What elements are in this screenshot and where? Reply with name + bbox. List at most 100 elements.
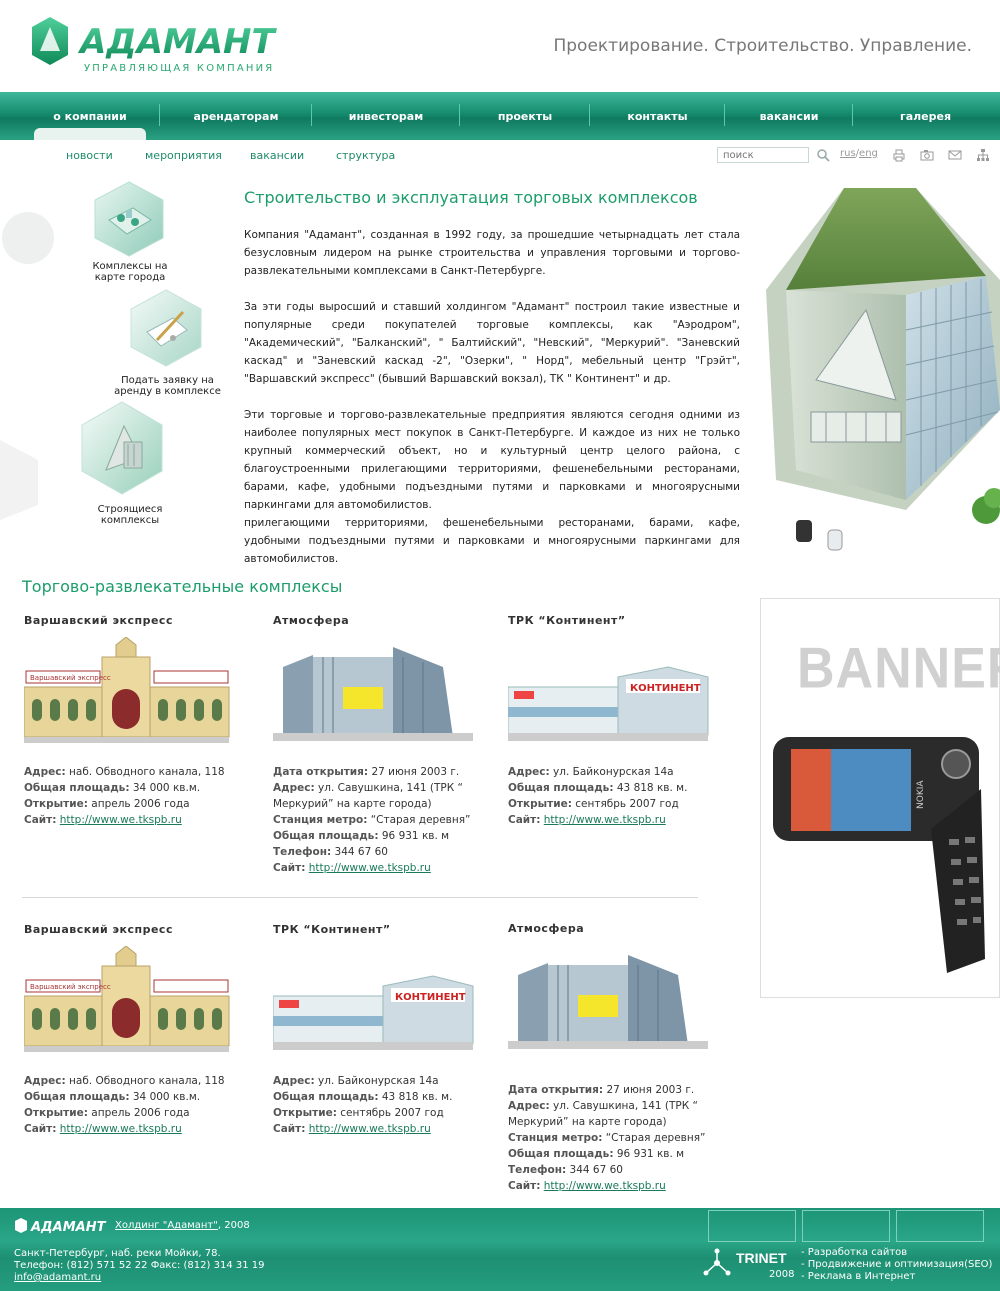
complex-site-link[interactable]: http://www.we.tkspb.ru — [543, 814, 666, 826]
city-map-hex-icon[interactable] — [93, 180, 165, 258]
trinet-name[interactable]: TRINET — [736, 1250, 787, 1266]
footer-logo[interactable]: АДАМАНТ — [14, 1218, 110, 1234]
complex-info: Адрес: наб. Обводного канала, 118 Общая … — [24, 1075, 225, 1135]
atmosfera-image[interactable] — [508, 945, 718, 1053]
sitemap-icon[interactable] — [976, 148, 990, 162]
complex-name: Варшавский экспресс — [24, 923, 173, 936]
complex-address: ул. Байконурская 14а — [553, 766, 674, 778]
complex-area: 43 818 кв. м. — [616, 782, 688, 794]
complex-card-atmosfera: Атмосфера Дата открытия: 27 июня 2003 г.… — [273, 614, 493, 876]
trinet-link-ads[interactable]: - Реклама в Интернет — [801, 1271, 916, 1282]
footer-counter-1[interactable] — [708, 1210, 796, 1242]
construction-hex-icon[interactable] — [80, 400, 164, 496]
warsaw-express-image[interactable]: Варшавский экспресс — [23, 945, 234, 1054]
complex-opening: сентябрь 2007 год — [340, 1107, 444, 1119]
search-icon[interactable] — [816, 148, 830, 162]
complex-info: Дата открытия: 27 июня 2003 г. Адрес: ул… — [273, 766, 471, 874]
footer-counter-2[interactable] — [802, 1210, 890, 1242]
svg-text:УПРАВЛЯЮЩАЯ КОМПАНИЯ: УПРАВЛЯЮЩАЯ КОМПАНИЯ — [84, 63, 274, 74]
trinet-link-web[interactable]: - Разработка сайтов — [801, 1247, 908, 1258]
svg-text:NOKIA: NOKIA — [916, 780, 926, 809]
warsaw-express-image[interactable]: Варшавский экспресс — [23, 636, 234, 745]
complex-opening: сентябрь 2007 год — [575, 798, 679, 810]
footer — [0, 1208, 1000, 1291]
complex-address: ул. Байконурская 14а — [318, 1075, 439, 1087]
complex-opening: апрель 2006 года — [91, 1107, 190, 1119]
nav-item-about[interactable]: о компании — [20, 92, 160, 140]
sub-nav: новости мероприятия вакансии структура — [0, 140, 1000, 170]
complex-info: Дата открытия: 27 июня 2003 г. Адрес: ул… — [508, 1084, 706, 1192]
complex-address: ул. Савушкина, 141 (ТРК “ Меркурий” на к… — [273, 782, 463, 810]
svg-text:КОНТИНЕНТ: КОНТИНЕНТ — [630, 683, 701, 694]
complex-site-link[interactable]: http://www.we.tkspb.ru — [308, 862, 431, 874]
complex-metro: “Старая деревня” — [370, 814, 471, 826]
footer-counter-3[interactable] — [896, 1210, 984, 1242]
application-hex-icon[interactable] — [129, 288, 203, 368]
intro-text: Компания "Адамант", созданная в 1992 год… — [244, 226, 740, 568]
intro-paragraph-1: Компания "Адамант", созданная в 1992 год… — [244, 229, 740, 277]
nav-item-gallery[interactable]: галерея — [899, 109, 952, 123]
footer-email-link[interactable]: info@adamant.ru — [14, 1272, 102, 1283]
complex-site-link[interactable]: http://www.we.tkspb.ru — [308, 1123, 431, 1135]
complex-card-continent: ТРК “Континент” КОНТИНЕНТ Адрес: ул. Бай… — [507, 614, 728, 828]
adamant-logo[interactable]: АДАМАНТ УПРАВЛЯЮЩАЯ КОМПАНИЯ — [30, 15, 345, 75]
ad-banner[interactable]: BANNER NOKIA — [760, 598, 1000, 998]
complex-card-continent-2: ТРК “Континент” КОНТИНЕНТ Адрес: ул. Бай… — [272, 923, 493, 1137]
nav-item-contacts[interactable]: контакты — [590, 92, 725, 140]
complex-card-warsaw-2: Варшавский экспресс Варшавский экспресс … — [23, 923, 244, 1137]
complex-opening: апрель 2006 года — [91, 798, 190, 810]
decor-shapes — [0, 212, 54, 520]
complex-info: Адрес: наб. Обводного канала, 118 Общая … — [24, 766, 225, 826]
search-input[interactable] — [717, 147, 809, 163]
subnav-structure[interactable]: структура — [336, 149, 396, 162]
complex-site-link[interactable]: http://www.we.tkspb.ru — [59, 814, 182, 826]
continent-image[interactable]: КОНТИНЕНТ — [272, 946, 483, 1054]
lang-eng-link[interactable]: eng — [859, 148, 878, 159]
atmosfera-image[interactable] — [273, 637, 483, 745]
rent-application-link[interactable]: Подать заявку на аренду в комплексе — [114, 375, 221, 397]
complex-site-link[interactable]: http://www.we.tkspb.ru — [543, 1180, 666, 1192]
complex-card-warsaw: Варшавский экспресс Варшавский экспресс … — [23, 614, 244, 828]
complex-site-link[interactable]: http://www.we.tkspb.ru — [59, 1123, 182, 1135]
continent-image[interactable]: КОНТИНЕНТ — [507, 637, 718, 745]
intro-title: Строительство и эксплуатация торговых ко… — [244, 188, 698, 207]
city-map-link[interactable]: Комплексы на карте города — [92, 261, 168, 283]
lang-separator: / — [855, 148, 860, 159]
under-construction-link[interactable]: Строящиеся комплексы — [97, 504, 163, 526]
svg-text:Варшавский экспресс: Варшавский экспресс — [30, 983, 111, 991]
subnav-events[interactable]: мероприятия — [145, 149, 222, 162]
complex-info: Адрес: ул. Байконурская 14а Общая площад… — [508, 766, 688, 826]
trinet-link-seo[interactable]: - Продвижение и оптимизация(SEO) — [801, 1259, 993, 1270]
nav-item-tenants[interactable]: арендаторам — [160, 92, 312, 140]
mail-icon[interactable] — [948, 148, 962, 162]
footer-year: , 2008 — [217, 1220, 250, 1231]
complex-open-date: 27 июня 2003 г. — [371, 766, 460, 778]
print-icon[interactable] — [892, 148, 906, 162]
svg-text:АДАМАНТ: АДАМАНТ — [30, 1220, 107, 1234]
svg-text:АДАМАНТ: АДАМАНТ — [77, 22, 278, 62]
complex-area: 34 000 кв.м. — [132, 782, 201, 794]
complex-phone: 344 67 60 — [569, 1164, 623, 1176]
subnav-news[interactable]: новости — [66, 149, 113, 162]
footer-street: Санкт-Петербург, наб. реки Мойки, 78. — [14, 1248, 221, 1259]
subnav-vacancies[interactable]: вакансии — [250, 149, 305, 162]
complex-area: 43 818 кв. м. — [381, 1091, 453, 1103]
camera-icon[interactable] — [920, 148, 934, 162]
lang-rus-link[interactable]: rus — [840, 148, 856, 159]
trinet-logo-icon[interactable] — [702, 1248, 732, 1278]
building-illustration — [766, 188, 1000, 551]
holding-link[interactable]: Холдинг "Адамант" — [115, 1220, 218, 1231]
nav-item-investors[interactable]: инвесторам — [312, 92, 460, 140]
complex-name: ТРК “Континент” — [508, 614, 626, 627]
complex-metro: “Старая деревня” — [605, 1132, 706, 1144]
complex-name: ТРК “Континент” — [273, 923, 391, 936]
svg-text:Варшавский экспресс: Варшавский экспресс — [30, 674, 111, 682]
complex-info: Адрес: ул. Байконурская 14а Общая площад… — [273, 1075, 453, 1135]
complex-address: ул. Савушкина, 141 (ТРК “ Меркурий” на к… — [508, 1100, 698, 1128]
complex-card-atmosfera-2: Атмосфера Дата открытия: 27 июня 2003 г.… — [508, 922, 728, 1194]
trinet-links: - Разработка сайтов - Продвижение и опти… — [801, 1247, 992, 1283]
nav-item-vacancies[interactable]: вакансии — [725, 92, 853, 140]
nav-item-projects[interactable]: проекты — [460, 92, 590, 140]
complex-area: 34 000 кв.м. — [132, 1091, 201, 1103]
intro-paragraph-4: прилегающими территориями, фешенебельным… — [244, 517, 740, 565]
